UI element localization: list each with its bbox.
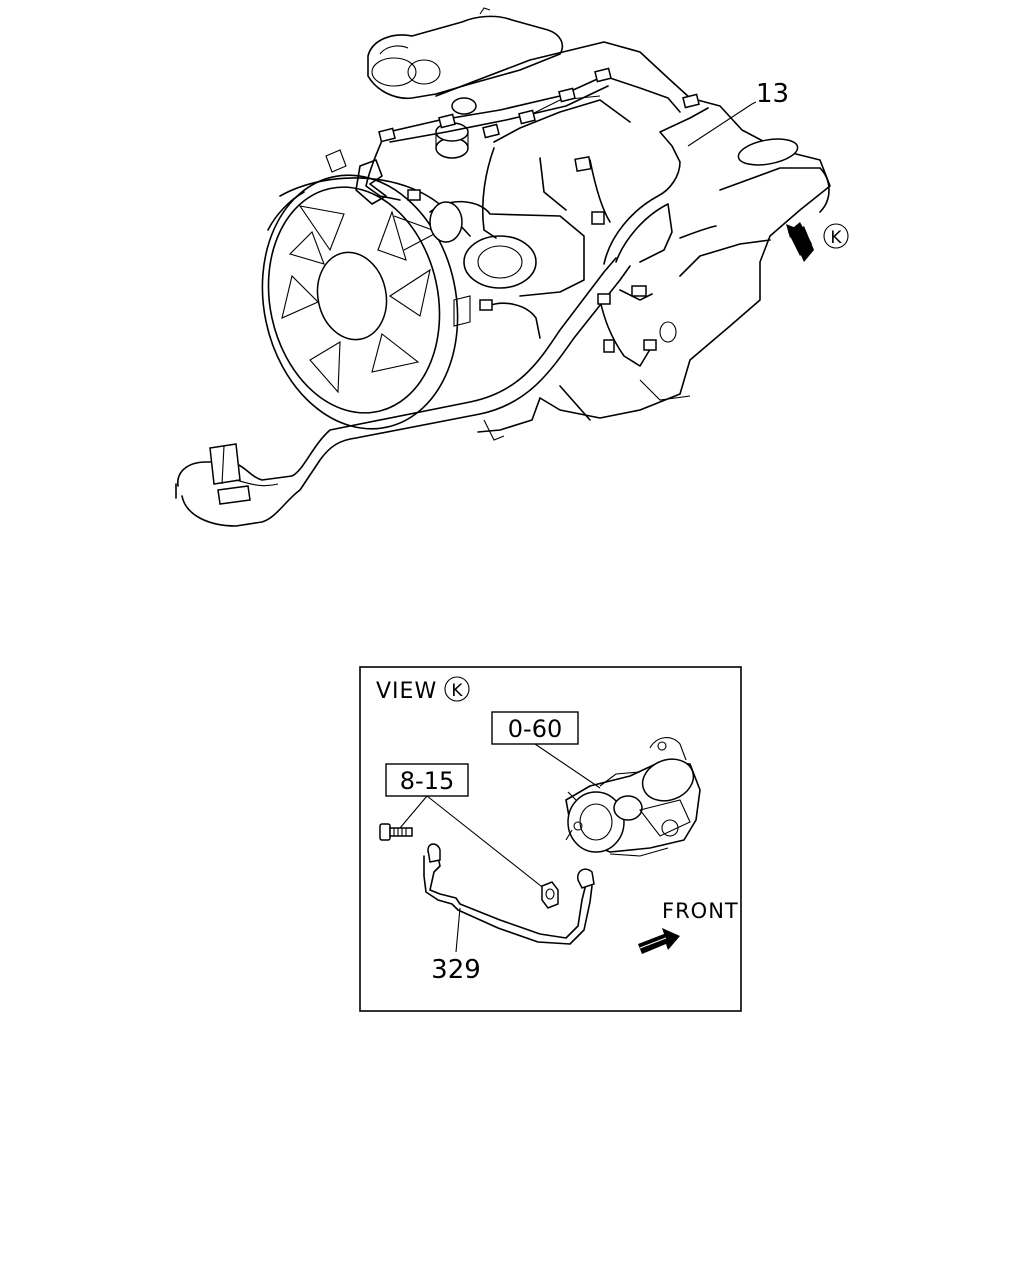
starter-motor (565, 737, 701, 857)
view-marker-upper: K (830, 228, 842, 248)
view-k-indicator: K (786, 222, 849, 262)
bolt-ref-box (385, 763, 469, 797)
cooling-fan (261, 174, 471, 430)
bolt (379, 823, 413, 841)
starter-ref: 0-60 (508, 715, 562, 743)
view-title: VIEW (376, 679, 437, 704)
view-marker: K (451, 681, 463, 701)
harness-label: 13 (756, 79, 789, 109)
wiring-harness (175, 67, 717, 527)
bolt-ref: 8-15 (400, 767, 454, 795)
front-arrow (638, 928, 680, 954)
front-label: FRONT (662, 899, 739, 923)
callout-13: 13 (687, 79, 789, 147)
starter-ref-box (491, 711, 579, 745)
view-k-detail: VIEW K 0-60 8-15 (359, 666, 742, 1012)
cable-label: 329 (431, 955, 481, 985)
engine-assembly (261, 7, 831, 441)
ground-cable (423, 843, 595, 953)
